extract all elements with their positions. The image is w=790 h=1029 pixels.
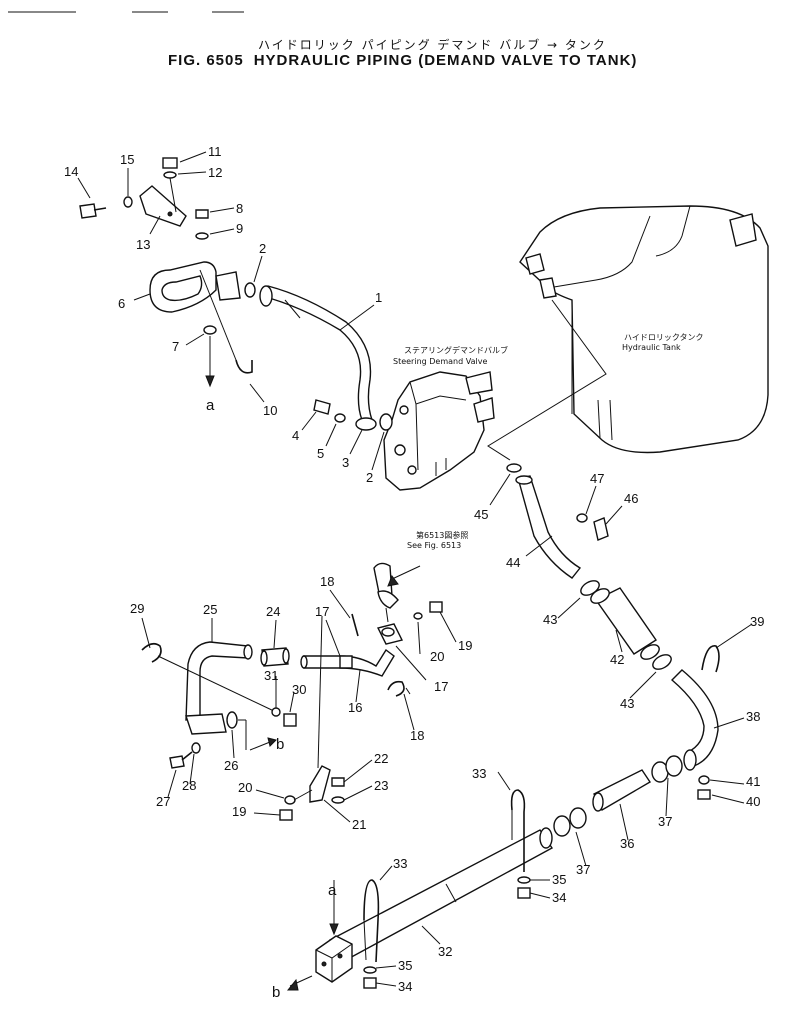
part-number: 14 bbox=[64, 164, 78, 179]
part-number: 8 bbox=[236, 201, 243, 216]
pipe-25 bbox=[141, 641, 297, 769]
part-number: 11 bbox=[208, 144, 222, 159]
part-number: 42 bbox=[610, 652, 624, 667]
part-number: 3 bbox=[342, 455, 349, 470]
part-number: 5 bbox=[317, 446, 324, 461]
see-fig-label-jp: 第6513図参照 bbox=[416, 530, 468, 540]
part-number: 27 bbox=[156, 794, 170, 809]
part-number: 18 bbox=[320, 574, 334, 589]
part-number: 37 bbox=[658, 814, 672, 829]
part-number: 35 bbox=[552, 872, 566, 887]
part-number: 32 bbox=[438, 944, 452, 959]
part-number: 13 bbox=[136, 237, 150, 252]
part-number: 16 bbox=[348, 700, 362, 715]
part-number: 23 bbox=[374, 778, 388, 793]
label-a-top: a bbox=[206, 397, 215, 414]
label-b-mid: b bbox=[276, 736, 284, 753]
part-number: 43 bbox=[620, 696, 634, 711]
part-number: 46 bbox=[624, 491, 638, 506]
part-number: 36 bbox=[620, 836, 634, 851]
hose-36-clamps bbox=[553, 755, 683, 837]
part-number: 1 bbox=[375, 290, 382, 305]
part-number: 34 bbox=[552, 890, 566, 905]
part-number: 35 bbox=[398, 958, 412, 973]
pipe-38 bbox=[670, 645, 720, 800]
pipe-6 bbox=[149, 261, 241, 313]
part-number: 29 bbox=[130, 601, 144, 616]
pipe-1 bbox=[259, 285, 377, 431]
part-number: 43 bbox=[543, 612, 557, 627]
part-number: 6 bbox=[118, 296, 125, 311]
part-number: 33 bbox=[393, 856, 407, 871]
part-number: 21 bbox=[352, 817, 366, 832]
part-number: 34 bbox=[398, 979, 412, 994]
part-number: 17 bbox=[315, 604, 329, 619]
part-number: 4 bbox=[292, 428, 299, 443]
part-number: 41 bbox=[746, 774, 760, 789]
part-number: 44 bbox=[506, 555, 520, 570]
bracket-21 bbox=[279, 615, 345, 821]
part-number: 7 bbox=[172, 339, 179, 354]
part-number: 19 bbox=[232, 804, 246, 819]
hydraulic-tank: ハイドロリックタンク Hydraulic Tank bbox=[487, 205, 769, 461]
part-number: 12 bbox=[208, 165, 222, 180]
part-number: 38 bbox=[746, 709, 760, 724]
part-number: 45 bbox=[474, 507, 488, 522]
label-a-bottom: a bbox=[328, 882, 337, 899]
part-number: 9 bbox=[236, 221, 243, 236]
tank-label-en: Hydraulic Tank bbox=[622, 343, 681, 352]
part-number: 39 bbox=[750, 614, 764, 629]
part-number: 30 bbox=[292, 682, 306, 697]
part-number: 17 bbox=[434, 679, 448, 694]
part-number: 25 bbox=[203, 602, 217, 617]
tank-label-jp: ハイドロリックタンク bbox=[624, 333, 704, 342]
part-number: 2 bbox=[259, 241, 266, 256]
part-number: 18 bbox=[410, 728, 424, 743]
fitting-24 bbox=[260, 647, 290, 667]
part-number: 26 bbox=[224, 758, 238, 773]
hose-42 bbox=[580, 580, 672, 670]
part-number: 20 bbox=[238, 780, 252, 795]
valve-label-en: Steering Demand Valve bbox=[393, 357, 487, 366]
pipe-44 bbox=[506, 463, 609, 579]
title-japanese: ハイドロリック パイピング デマンド バルブ → タンク bbox=[258, 38, 607, 52]
part-number: 20 bbox=[430, 649, 444, 664]
part-number: 47 bbox=[590, 471, 604, 486]
part-number: 40 bbox=[746, 794, 760, 809]
part-number: 37 bbox=[576, 862, 590, 877]
leader-lines bbox=[77, 151, 753, 987]
part-number: 2 bbox=[366, 470, 373, 485]
figure-title: HYDRAULIC PIPING (DEMAND VALVE TO TANK) bbox=[253, 52, 638, 69]
part-numbers: 14 15 11 12 13 8 9 2 6 1 7 10 4 5 3 2 45… bbox=[64, 144, 764, 994]
bolts-upper bbox=[79, 157, 393, 431]
part-number: 15 bbox=[120, 152, 134, 167]
part-number: 22 bbox=[374, 751, 388, 766]
bracket-13 bbox=[139, 185, 187, 227]
part-number: 10 bbox=[263, 403, 277, 418]
part-number: 31 bbox=[264, 668, 278, 683]
figure-number: FIG. 6505 bbox=[168, 52, 244, 69]
steering-demand-valve: ステアリングデマンドバルブ Steering Demand Valve bbox=[383, 345, 508, 491]
part-number: 19 bbox=[458, 638, 472, 653]
title-english: FIG. 6505 HYDRAULIC PIPING (DEMAND VALVE … bbox=[168, 52, 647, 69]
part-number: 24 bbox=[266, 604, 280, 619]
see-fig-label-en: See Fig. 6513 bbox=[407, 541, 461, 550]
pipe-16: 第6513図参照 See Fig. 6513 bbox=[300, 530, 468, 697]
part-number: 33 bbox=[472, 766, 486, 781]
block-fitting bbox=[286, 880, 353, 991]
label-b-bottom: b bbox=[272, 984, 280, 1001]
valve-label-jp: ステアリングデマンドバルブ bbox=[404, 345, 508, 355]
part-number: 28 bbox=[182, 778, 196, 793]
